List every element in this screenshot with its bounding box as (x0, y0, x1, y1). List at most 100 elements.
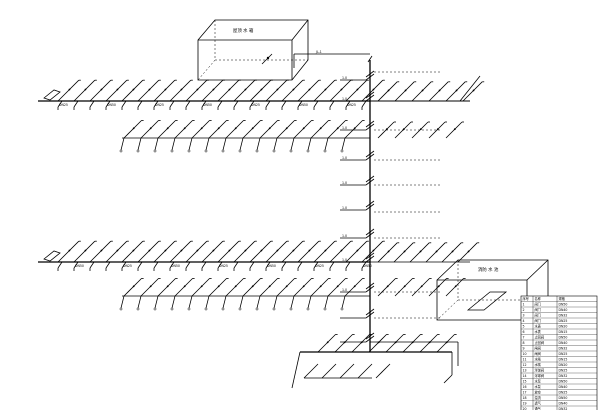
legend-cell: 19 (523, 402, 527, 406)
legend-cell: 5 (523, 325, 525, 329)
legend-cell: 通气 (535, 406, 542, 410)
legend-cell: DN20 (559, 325, 568, 329)
legend-cell: 18 (523, 396, 527, 400)
legend-cell: DN50 (559, 380, 568, 384)
legend-cell: 11 (523, 358, 527, 362)
legend-cell: DN25 (559, 391, 568, 395)
legend-cell: 8 (523, 341, 525, 345)
branch-label: DN50 (171, 264, 180, 268)
legend-cell: 6 (523, 330, 525, 334)
floor-label: 1.0 (342, 288, 347, 292)
legend-cell: 闸阀 (535, 351, 541, 356)
legend-cell: DN50 (559, 396, 568, 400)
legend-cell: 阀门 (535, 318, 541, 323)
legend-cell: 水嘴 (535, 357, 542, 362)
legend-cell: 15 (523, 380, 527, 384)
legend-cell: 14 (523, 374, 527, 378)
legend-cell: 4 (523, 319, 525, 323)
legend-cell: 3 (523, 314, 525, 318)
legend-cell: 浮球阀 (535, 368, 545, 373)
floor-label: 1.0 (342, 206, 347, 210)
legend-cell: DN25 (559, 352, 568, 356)
upper-tank: 屋顶 水 箱 (197, 19, 309, 81)
bottom-header-pipe (291, 333, 459, 389)
floor-label: 1.0 (342, 258, 347, 262)
branch-label: DN25 (123, 264, 132, 268)
branch-label: DN25 (219, 264, 228, 268)
legend-cell: DN40 (559, 402, 568, 406)
legend-cell: 止回阀 (535, 335, 545, 340)
legend-cell: 浮球阀 (535, 373, 545, 378)
branch-label: DN50 (75, 264, 84, 268)
legend-cell: DN40 (559, 308, 568, 312)
legend-cell: DN32 (559, 347, 568, 351)
legend-cell: 13 (523, 369, 527, 373)
floor-label: 1.0 (342, 234, 347, 238)
legend-cell: 20 (523, 407, 527, 410)
legend-cell: DN40 (559, 341, 568, 345)
legend-header: 名称 (535, 296, 542, 301)
upper-tank-label: 屋顶 水 箱 (233, 27, 254, 34)
legend-cell: DN50 (559, 303, 568, 307)
legend-cell: 闸阀 (535, 346, 541, 351)
legend-cell: 7 (523, 336, 525, 340)
floor-label: 1.0 (342, 181, 347, 185)
legend-cell: DN50 (559, 336, 568, 340)
lower-tank-label: 消防 水 池 (478, 266, 499, 273)
legend-cell: 阀门 (535, 302, 541, 307)
legend-header: 规格 (559, 296, 566, 301)
lower-sub-branches (119, 277, 466, 311)
legend-cell: DN32 (559, 314, 568, 318)
legend-cell: DN40 (559, 385, 568, 389)
floor-markers: 1.0 1.0 1.0 1.0 1.0 1.0 1.0 1.0 1.0 (340, 70, 375, 343)
floor-label: 1.0 (342, 97, 347, 101)
legend-cell: 2 (523, 308, 525, 312)
legend-cell: 溢流 (535, 395, 542, 400)
main-riser: JL-1 (293, 50, 373, 352)
branch-label: DN25 (347, 103, 356, 107)
legend-cell: 止回阀 (535, 340, 545, 345)
legend-cell: 水嘴 (535, 362, 542, 367)
legend-header: 序号 (523, 296, 529, 301)
legend-cell: DN32 (559, 374, 568, 378)
riser-label: JL-1 (315, 50, 322, 54)
legend-cell: 水泵 (535, 384, 542, 389)
legend-table: 序号 名称 规格 1 阀门 DN50 2 阀门 DN40 3 阀门 DN32 4 阀门 DN25 5 水表 DN2… (520, 295, 598, 410)
lower-header-pipe: DN50 DN25 DN50 DN25 DN50 DN25 DN50 (38, 240, 480, 271)
legend-cell: DN20 (559, 363, 568, 367)
upper-sub-branches (119, 120, 464, 153)
legend-cell: 透气 (535, 401, 542, 406)
legend-cell: 1 (523, 303, 525, 307)
branch-label: DN50 (107, 103, 116, 107)
legend-cell: 水表 (535, 329, 542, 334)
legend-cell: DN25 (559, 319, 568, 323)
branch-label: DN50 (267, 264, 276, 268)
floor-label: 1.0 (342, 126, 347, 130)
branch-label: DN50 (203, 103, 212, 107)
branch-label: DN50 (363, 264, 372, 268)
legend-cell: 水泵 (535, 379, 542, 384)
legend-cell: DN25 (559, 369, 568, 373)
legend-cell: 阀门 (535, 307, 541, 312)
legend-cell: 9 (523, 347, 525, 351)
branch-label: DN25 (155, 103, 164, 107)
legend-cell: 10 (523, 352, 527, 356)
upper-header-pipe: DN25 DN50 DN25 DN50 DN25 DN50 DN25 (38, 75, 485, 110)
legend-cell: DN15 (559, 358, 568, 362)
legend-cell: 水表 (535, 324, 542, 329)
legend-cell: 17 (523, 391, 527, 395)
legend-cell: 16 (523, 385, 527, 389)
right-dash-guides (374, 71, 440, 319)
floor-label: 1.0 (342, 156, 347, 160)
legend-cell: DN32 (559, 407, 568, 410)
branch-label: DN25 (251, 103, 260, 107)
legend-cell: 放空 (535, 390, 541, 395)
legend-cell: 阀门 (535, 313, 541, 318)
branch-label: DN25 (315, 264, 324, 268)
legend-cell: DN15 (559, 330, 568, 334)
branch-label: DN25 (59, 103, 68, 107)
floor-label: 1.0 (342, 76, 347, 80)
legend-cell: 12 (523, 363, 527, 367)
branch-label: DN50 (299, 103, 308, 107)
